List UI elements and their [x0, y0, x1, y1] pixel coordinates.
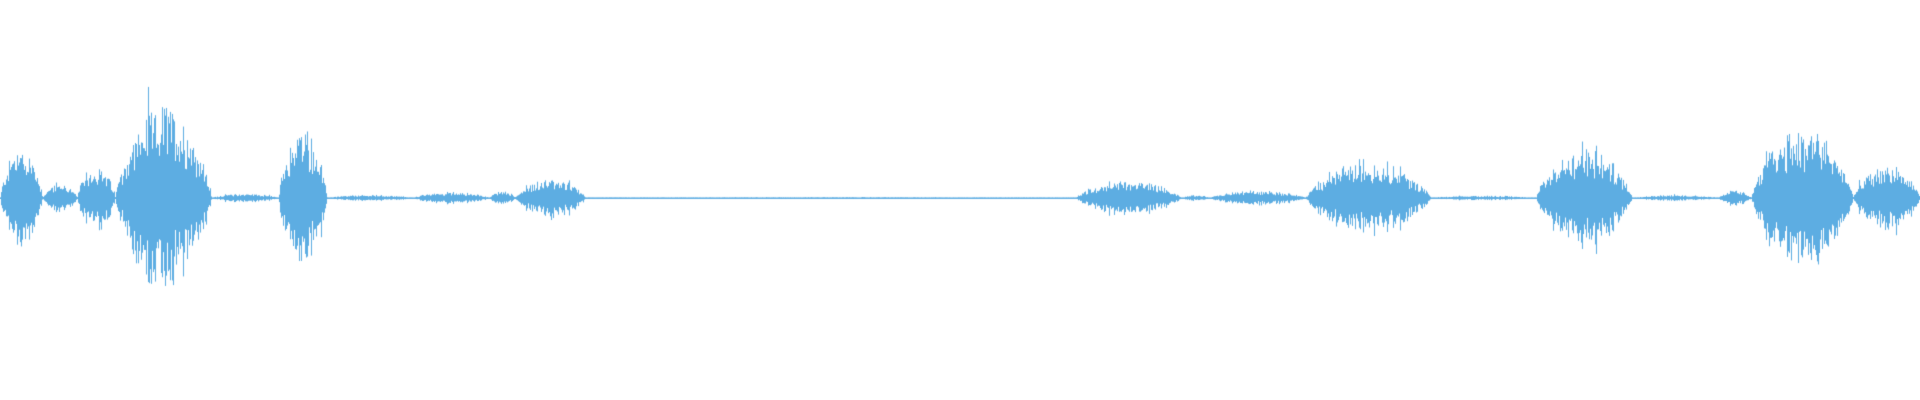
audio-waveform — [0, 0, 1920, 400]
